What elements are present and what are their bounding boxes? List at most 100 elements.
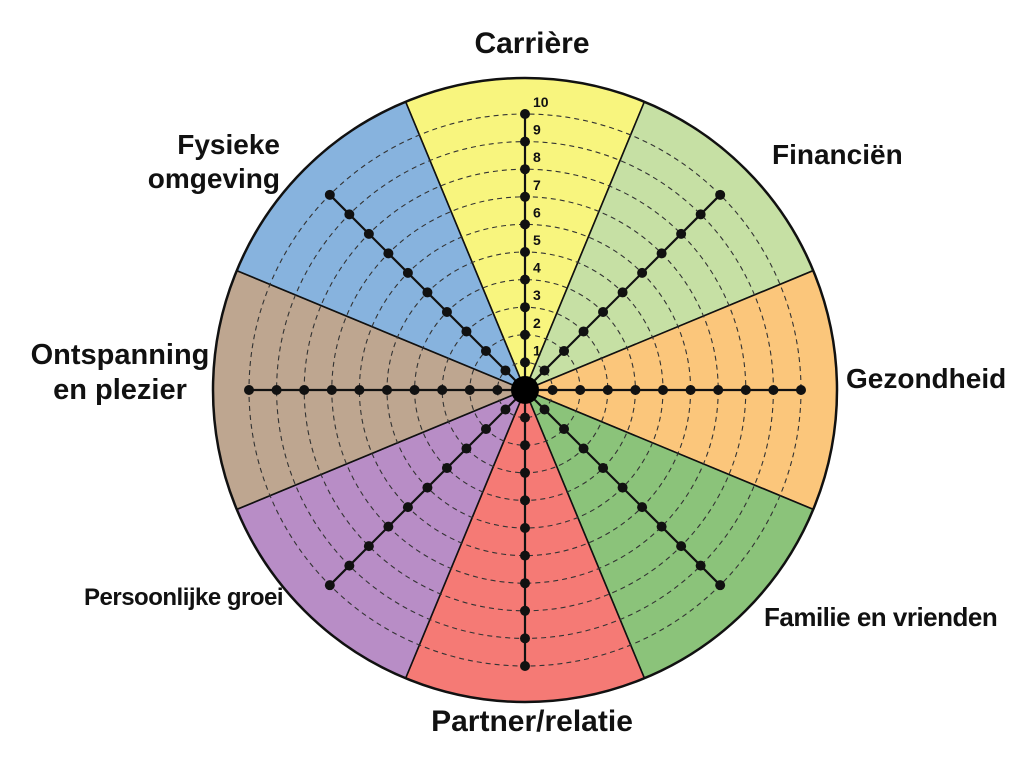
scale-dot-7	[656, 521, 667, 532]
scale-dot-10	[324, 189, 335, 200]
scale-dot-4	[598, 463, 609, 474]
scale-dot-3	[520, 467, 530, 478]
scale-dot-5	[422, 287, 433, 298]
scale-dot-1	[492, 385, 503, 395]
scale-dot-5	[520, 247, 530, 257]
scale-number-8: 8	[533, 149, 541, 165]
segment-label-financien: Financiën	[772, 138, 903, 172]
scale-dot-3	[461, 443, 472, 454]
scale-dot-1	[539, 404, 550, 415]
scale-number-1: 1	[533, 342, 541, 358]
wheel-outline	[211, 76, 839, 704]
label-line: Ontspanning	[30, 339, 210, 371]
scale-dot-3	[461, 326, 472, 337]
scale-dot-7	[326, 385, 337, 395]
scale-dot-3	[602, 385, 613, 395]
spoke-fysiek	[324, 189, 526, 391]
scale-dot-9	[520, 136, 530, 147]
scale-dot-8	[676, 228, 687, 239]
scale-dot-1	[500, 365, 511, 376]
scale-dot-2	[520, 329, 530, 340]
scale-dot-4	[441, 306, 452, 317]
scale-number-4: 4	[533, 260, 541, 276]
scale-dot-4	[520, 274, 530, 285]
label-line: Carrière	[474, 27, 590, 60]
scale-dot-6	[637, 267, 648, 278]
scale-dot-10	[520, 109, 530, 119]
scale-dot-9	[271, 385, 282, 395]
scale-dot-3	[437, 385, 448, 395]
scale-dot-5	[617, 482, 628, 493]
label-line: Partner/relatie	[431, 705, 633, 738]
scale-dot-6	[637, 502, 648, 513]
spoke-gezondheid	[525, 385, 806, 395]
scale-dot-5	[617, 287, 628, 298]
scale-dot-8	[299, 385, 310, 395]
scale-dot-8	[520, 164, 530, 175]
scale-dot-3	[578, 326, 589, 337]
scale-dot-2	[480, 345, 491, 356]
scale-dot-7	[383, 521, 394, 532]
scale-dot-9	[344, 560, 355, 571]
scale-dot-4	[598, 306, 609, 317]
segment-label-gezondheid: Gezondheid	[846, 362, 1006, 396]
scale-dot-8	[740, 385, 751, 395]
scale-dot-5	[422, 482, 433, 493]
scale-dot-4	[441, 463, 452, 474]
scale-dot-2	[480, 424, 491, 435]
scale-dot-2	[464, 385, 475, 395]
segment-label-carriere: Carrière	[412, 26, 652, 62]
label-line: Financiën	[772, 139, 903, 170]
scale-dot-5	[658, 385, 668, 395]
scale-dot-6	[402, 267, 413, 278]
scale-dot-7	[383, 248, 394, 259]
scale-number-3: 3	[533, 287, 541, 303]
segment-label-groei: Persoonlijke groei	[84, 584, 284, 613]
spoke-partner	[520, 390, 530, 671]
scale-dot-10	[324, 580, 335, 591]
label-line: omgeving	[147, 162, 280, 194]
segment-label-familie: Familie en vrienden	[764, 602, 998, 633]
scale-dot-2	[559, 345, 570, 356]
scale-number-7: 7	[533, 177, 541, 193]
scale-dot-10	[715, 580, 726, 591]
segment-label-fysiek: Fysieke omgeving	[140, 128, 280, 195]
spoke-carriere	[520, 109, 530, 390]
scale-dot-10	[796, 385, 806, 395]
scale-dot-6	[354, 385, 365, 395]
scale-dot-1	[520, 412, 530, 423]
scale-dot-10	[520, 661, 530, 671]
scale-dot-4	[520, 495, 530, 506]
scale-number-2: 2	[533, 315, 541, 331]
scale-dot-8	[676, 541, 687, 552]
scale-spokes	[244, 109, 806, 671]
scale-dot-3	[520, 302, 530, 313]
scale-dot-7	[713, 385, 724, 395]
scale-dot-9	[695, 560, 706, 571]
label-line: Persoonlijke groei	[84, 584, 284, 611]
scale-dot-8	[520, 605, 530, 616]
scale-dot-1	[500, 404, 511, 415]
scale-dot-4	[409, 385, 420, 395]
scale-dot-8	[363, 541, 374, 552]
scale-dot-1	[520, 357, 530, 368]
wheel-center	[511, 376, 539, 404]
spoke-ontspanning	[244, 385, 525, 395]
scale-dot-8	[363, 228, 374, 239]
scale-dot-6	[402, 502, 413, 513]
scale-number-6: 6	[533, 204, 541, 220]
scale-dot-6	[520, 219, 530, 230]
scale-dot-7	[656, 248, 667, 259]
scale-number-9: 9	[533, 122, 541, 138]
scale-dot-9	[520, 633, 530, 644]
scale-dot-9	[768, 385, 779, 395]
scale-number-10: 10	[533, 94, 549, 110]
label-line: Familie en vrienden	[764, 602, 998, 632]
scale-dot-7	[520, 578, 530, 589]
scale-dot-2	[520, 440, 530, 451]
label-line: Gezondheid	[846, 363, 1007, 394]
segment-label-ontspanning: Ontspanning en plezier	[20, 338, 220, 408]
label-line: en plezier	[53, 373, 187, 406]
scale-dot-5	[382, 385, 392, 395]
